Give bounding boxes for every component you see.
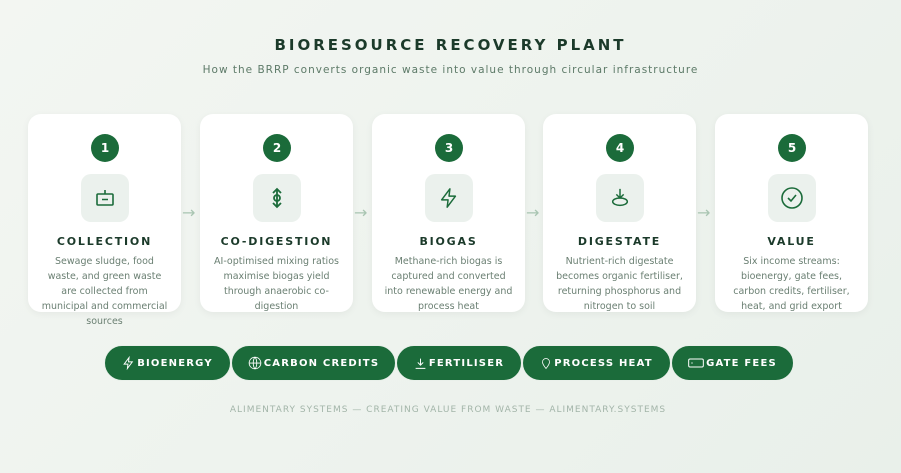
step-card-collection: 1 COLLECTION Sewage sludge, food waste, … (28, 114, 181, 327)
arrow-icon: → (697, 203, 711, 222)
pill-label: GATE FEES (706, 357, 777, 369)
pill-carbon-credits: CARBON CREDITS (231, 345, 396, 381)
lightning-icon (425, 174, 473, 222)
arrow-icon: → (354, 203, 368, 222)
lightning-icon (123, 356, 134, 370)
footer: ALIMENTARY SYSTEMS — CREATING VALUE FROM… (229, 405, 667, 415)
pill-fertiliser: FERTILISER (396, 345, 522, 381)
step-number: 2 (263, 134, 291, 162)
step-number: 1 (91, 134, 119, 162)
bin-icon (81, 174, 129, 222)
pill-bioenergy: BIOENERGY (104, 345, 231, 381)
step-description: Sewage sludge, food waste, and green was… (41, 256, 168, 327)
mix-icon (253, 174, 301, 222)
income-streams: BIOENERGY CARBON CREDITS FERTILISER PROC… (104, 345, 794, 381)
step-card-biogas: 3 BIOGAS Methane-rich biogas is captured… (372, 114, 525, 312)
soil-icon (596, 174, 644, 222)
step-title: BIOGAS (419, 235, 478, 248)
step-number: 5 (778, 134, 806, 162)
pill-label: BIOENERGY (137, 357, 213, 369)
step-number: 4 (606, 134, 634, 162)
step-card-co-digestion: 2 CO-DIGESTION AI-optimised mixing ratio… (200, 114, 353, 312)
step-card-value: 5 VALUE Six income streams: bioenergy, g… (715, 114, 868, 312)
step-description: Nutrient-rich digestate becomes organic … (556, 256, 683, 312)
step-description: Methane-rich biogas is captured and conv… (384, 256, 513, 312)
pill-process-heat: PROCESS HEAT (522, 345, 671, 381)
step-description: AI-optimised mixing ratios maximise biog… (214, 256, 339, 312)
pill-label: CARBON CREDITS (263, 357, 380, 369)
download-icon (415, 358, 426, 369)
step-title: COLLECTION (56, 235, 153, 248)
step-title: CO-DIGESTION (220, 235, 333, 248)
pill-label: PROCESS HEAT (554, 357, 653, 369)
step-title: DIGESTATE (577, 235, 662, 248)
arrow-icon: → (182, 203, 196, 222)
pill-gate-fees: GATE FEES (671, 345, 794, 381)
check-icon (768, 174, 816, 222)
page-subtitle: How the BRRP converts organic waste into… (202, 64, 699, 76)
step-description: Six income streams: bioenergy, gate fees… (733, 256, 850, 312)
page-title: BIORESOURCE RECOVERY PLANT (274, 36, 627, 54)
step-card-digestate: 4 DIGESTATE Nutrient-rich digestate beco… (543, 114, 696, 312)
globe-icon (248, 356, 262, 370)
arrow-icon: → (526, 203, 540, 222)
ticket-icon (688, 358, 704, 368)
pill-label: FERTILISER (428, 357, 505, 369)
step-title: VALUE (767, 235, 816, 248)
step-number: 3 (435, 134, 463, 162)
flame-icon (542, 357, 551, 369)
